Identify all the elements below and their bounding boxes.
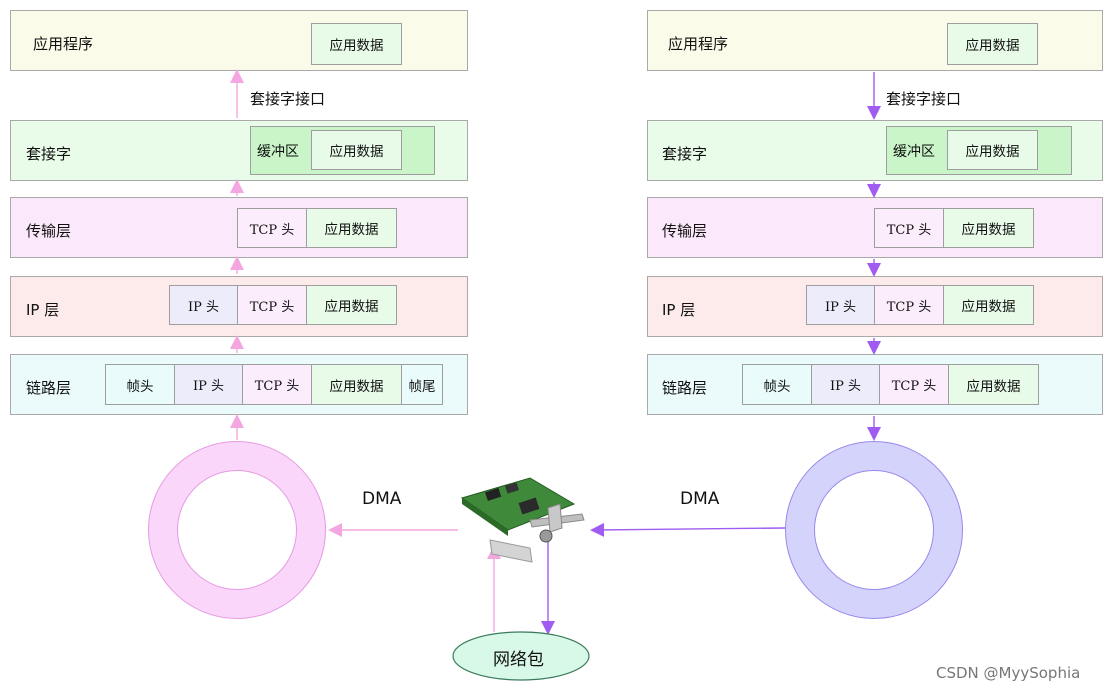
left-link-label: 链路层 (26, 379, 72, 397)
right-socket-data-box: 应用数据 (947, 130, 1038, 170)
network-packet-ellipse (452, 631, 590, 681)
send-ring-inner-edge (814, 470, 934, 590)
right-link-ip-box: IP 头 (811, 364, 880, 405)
right-link-frame-head-box: 帧头 (742, 364, 812, 405)
right-link-label: 链路层 (662, 379, 708, 397)
network-packet-label: 网络包 (493, 650, 544, 670)
right-app-data-box: 应用数据 (947, 23, 1038, 65)
left-ip-ip-box: IP 头 (169, 285, 238, 325)
left-dma-label: DMA (362, 489, 402, 509)
right-buffer-label: 缓冲区 (893, 143, 935, 160)
left-ip-label: IP 层 (26, 301, 60, 319)
send-ring-buffer (785, 441, 963, 619)
send-arrows (541, 72, 881, 635)
left-socket-interface-label: 套接字接口 (250, 90, 326, 108)
nic-icon (460, 477, 585, 563)
receive-ring-buffer (148, 441, 326, 619)
left-socket-data-box: 应用数据 (311, 130, 402, 170)
left-link-ip-box: IP 头 (174, 364, 243, 405)
left-transport-label: 传输层 (26, 222, 72, 240)
right-ip-tcp-box: TCP 头 (874, 285, 944, 325)
right-ip-data-box: 应用数据 (943, 285, 1034, 325)
right-link-data-box: 应用数据 (948, 364, 1039, 405)
left-link-data-box: 应用数据 (311, 364, 402, 405)
right-socket-interface-label: 套接字接口 (886, 90, 962, 108)
right-transport-tcp-box: TCP 头 (874, 208, 944, 248)
watermark: CSDN @MyySophia (936, 664, 1081, 682)
left-app-data-box: 应用数据 (311, 23, 402, 65)
right-app-label: 应用程序 (668, 35, 729, 53)
receive-ring-outer-edge (148, 441, 326, 619)
left-link-frame-head-box: 帧头 (105, 364, 175, 405)
left-link-tcp-box: TCP 头 (242, 364, 312, 405)
left-ip-data-box: 应用数据 (306, 285, 397, 325)
right-ip-ip-box: IP 头 (806, 285, 875, 325)
right-transport-label: 传输层 (662, 222, 708, 240)
left-buffer-label: 缓冲区 (257, 143, 299, 160)
right-socket-label: 套接字 (662, 145, 708, 163)
left-transport-data-box: 应用数据 (306, 208, 397, 248)
left-app-label: 应用程序 (33, 35, 94, 53)
left-link-frame-tail-box: 帧尾 (401, 364, 443, 405)
right-ip-label: IP 层 (662, 301, 696, 319)
left-transport-tcp-box: TCP 头 (237, 208, 307, 248)
right-transport-data-box: 应用数据 (943, 208, 1034, 248)
right-dma-label: DMA (680, 489, 720, 509)
send-ring-outer-edge (785, 441, 963, 619)
left-socket-label: 套接字 (26, 145, 72, 163)
left-ip-tcp-box: TCP 头 (237, 285, 307, 325)
receive-ring-inner-edge (177, 470, 297, 590)
receive-arrows (230, 69, 501, 632)
